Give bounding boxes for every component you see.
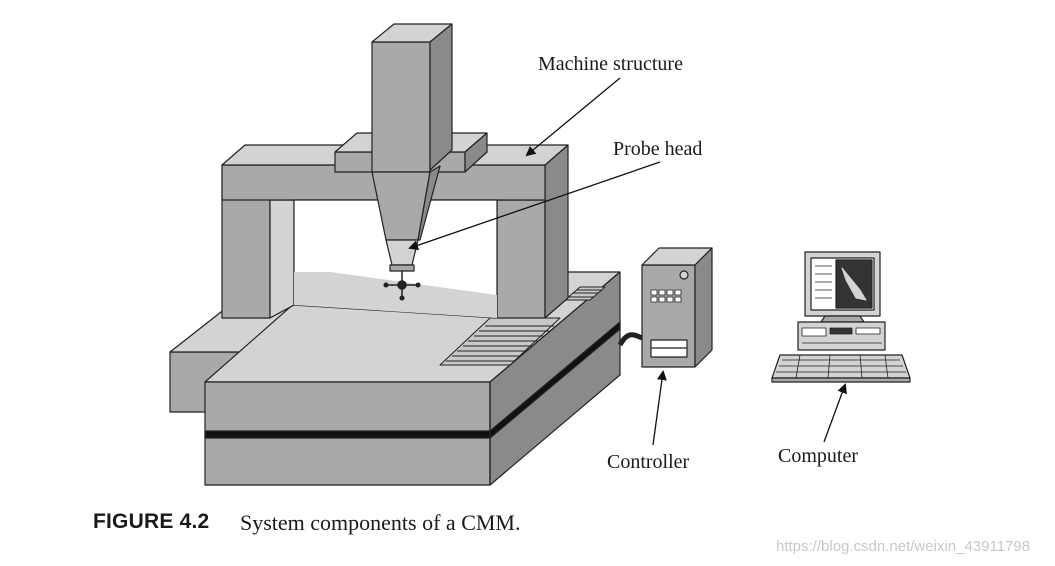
controller-cable — [617, 332, 644, 347]
figure-number: FIGURE 4.2 — [93, 510, 210, 533]
probe-stylus — [383, 271, 421, 301]
computer-arrow — [823, 383, 847, 443]
computer — [771, 251, 911, 383]
figure-caption: System components of a CMM. — [240, 510, 521, 535]
machine-structure-label: Machine structure — [538, 53, 683, 75]
computer-label: Computer — [778, 445, 858, 467]
controller-arrow — [652, 370, 667, 446]
bridge — [221, 144, 569, 319]
controller-label: Controller — [607, 451, 690, 473]
machine-structure-arrow — [525, 77, 621, 157]
table-rails — [439, 286, 606, 366]
controller-cabinet — [641, 247, 713, 368]
carriage-and-ram — [334, 23, 488, 272]
watermark-url: https://blog.csdn.net/weixin_43911798 — [776, 538, 1031, 555]
probe-head-arrow — [408, 161, 661, 251]
probe-head-label: Probe head — [613, 138, 702, 160]
